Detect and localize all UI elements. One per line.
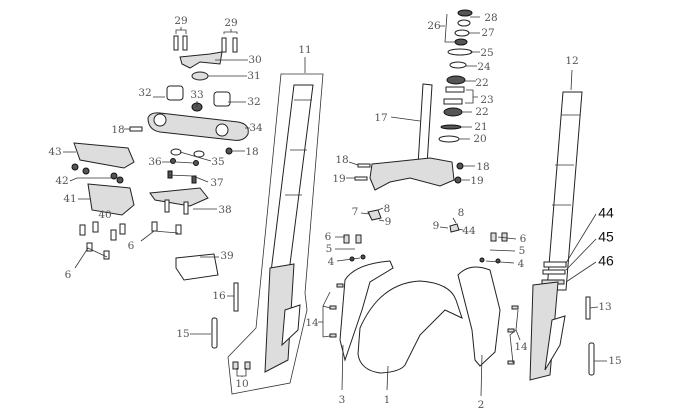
callout: 46: [598, 253, 614, 269]
callout: 6: [128, 240, 135, 252]
callout: 18: [245, 146, 258, 158]
callout: 44: [462, 225, 476, 237]
callout: 37: [210, 177, 223, 189]
callout: 9: [433, 220, 440, 232]
callout: 40: [98, 209, 111, 221]
callout: 33: [190, 89, 203, 101]
callout: 15: [608, 355, 621, 367]
callout: 6: [520, 233, 527, 245]
callout: 20: [473, 133, 486, 145]
callout: 1: [384, 394, 391, 406]
callout: 43: [48, 146, 61, 158]
callout: 19: [470, 175, 483, 187]
callout: 6: [325, 231, 332, 243]
callout: 24: [477, 61, 491, 73]
callout: 34: [249, 122, 263, 134]
callout: 45: [598, 229, 614, 245]
callout: 22: [475, 106, 488, 118]
callout: 11: [298, 44, 311, 56]
callout: 3: [339, 394, 346, 406]
callout: 18: [335, 154, 348, 166]
callout: 16: [212, 290, 226, 302]
left-fork-assembly: [211, 73, 324, 395]
callout: 5: [326, 243, 333, 255]
callout: 32: [247, 96, 260, 108]
callout: 38: [218, 204, 231, 216]
callout: 25: [480, 47, 493, 59]
callout: 19: [332, 173, 345, 185]
callout: 12: [565, 55, 578, 67]
leader-lines: [63, 13, 607, 397]
callout: 18: [111, 124, 124, 136]
right-fork-assembly: [529, 91, 595, 381]
fender-parts: [329, 209, 519, 374]
callout: 13: [598, 301, 611, 313]
callout: 23: [480, 94, 493, 106]
callout: 39: [220, 250, 233, 262]
callout: 44: [598, 205, 614, 221]
callout: 36: [148, 156, 162, 168]
callout: 29: [224, 17, 237, 29]
callout: 5: [519, 245, 526, 257]
handlebar-clamp-parts: [129, 35, 249, 281]
callout: 17: [374, 112, 387, 124]
callout: 4: [328, 256, 335, 268]
callout: 4: [518, 258, 525, 270]
callout: 21: [474, 121, 487, 133]
callout: 2: [478, 399, 485, 411]
callout: 29: [174, 15, 187, 27]
callout: 14: [514, 341, 528, 353]
callout-labels: 29 29 30 31 32 33 32 34 18 43 18 36 35 4…: [48, 12, 621, 411]
callout: 18: [476, 161, 489, 173]
callout: 32: [138, 87, 151, 99]
callout: 7: [352, 206, 359, 218]
callout: 31: [247, 70, 260, 82]
callout: 26: [427, 20, 441, 32]
callout: 35: [211, 156, 224, 168]
callout: 6: [65, 269, 72, 281]
callout: 8: [458, 207, 465, 219]
callout: 10: [235, 378, 248, 390]
callout: 30: [248, 54, 261, 66]
callout: 42: [55, 175, 68, 187]
callout: 41: [63, 193, 76, 205]
callout: 28: [484, 12, 497, 24]
callout: 8: [384, 203, 391, 215]
steering-stem-parts: [354, 9, 473, 191]
callout: 15: [176, 328, 189, 340]
callout: 22: [475, 77, 488, 89]
callout: 14: [305, 317, 319, 329]
callout: 27: [481, 27, 494, 39]
instrument-bracket-parts: [71, 142, 135, 260]
callout: 9: [385, 216, 392, 228]
